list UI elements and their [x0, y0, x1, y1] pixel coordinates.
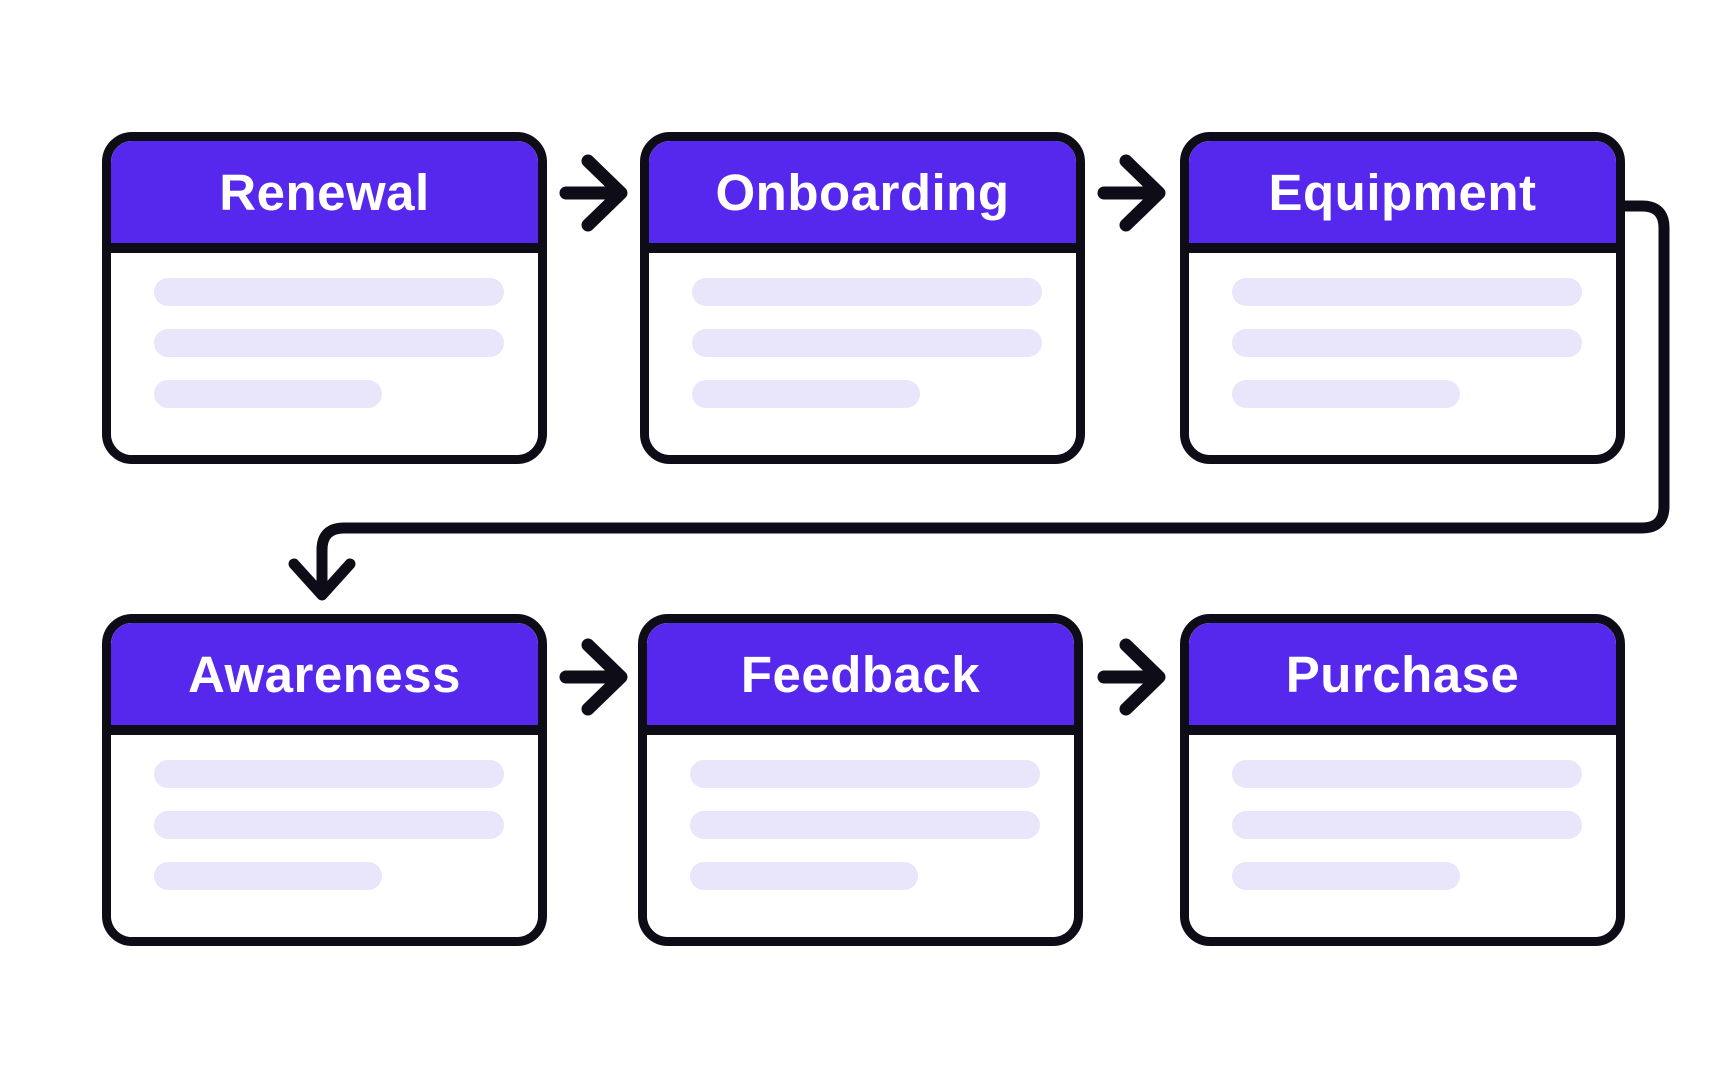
placeholder-line — [154, 380, 382, 408]
arrow-feedback-to-purchase — [1097, 638, 1166, 716]
card-title: Awareness — [188, 645, 461, 703]
placeholder-line — [692, 380, 920, 408]
placeholder-line — [692, 278, 1042, 306]
placeholder-line — [1232, 760, 1582, 788]
placeholder-line — [154, 862, 382, 890]
card-header: Purchase — [1189, 623, 1616, 735]
card-onboarding: Onboarding — [640, 132, 1085, 464]
placeholder-line — [1232, 278, 1582, 306]
card-body — [649, 253, 1076, 455]
card-header: Awareness — [111, 623, 538, 735]
card-header: Onboarding — [649, 141, 1076, 253]
card-body — [1189, 735, 1616, 937]
card-equipment: Equipment — [1180, 132, 1625, 464]
placeholder-line — [690, 862, 918, 890]
card-header: Equipment — [1189, 141, 1616, 253]
card-awareness: Awareness — [102, 614, 547, 946]
card-title: Onboarding — [715, 163, 1010, 221]
card-title: Equipment — [1268, 163, 1537, 221]
card-title: Renewal — [219, 163, 430, 221]
placeholder-line — [690, 811, 1040, 839]
card-body — [111, 253, 538, 455]
arrow-renewal-to-onboarding — [559, 154, 628, 232]
placeholder-line — [690, 760, 1040, 788]
card-title: Feedback — [740, 645, 981, 703]
placeholder-line — [692, 329, 1042, 357]
card-feedback: Feedback — [638, 614, 1083, 946]
arrow-onboarding-to-equipment — [1097, 154, 1166, 232]
placeholder-line — [1232, 380, 1460, 408]
card-purchase: Purchase — [1180, 614, 1625, 946]
card-header: Renewal — [111, 141, 538, 253]
card-title: Purchase — [1285, 645, 1520, 703]
placeholder-line — [154, 760, 504, 788]
placeholder-line — [1232, 329, 1582, 357]
card-body — [111, 735, 538, 937]
card-body — [647, 735, 1074, 937]
placeholder-line — [154, 811, 504, 839]
card-body — [1189, 253, 1616, 455]
placeholder-line — [154, 329, 504, 357]
arrow-awareness-to-feedback — [559, 638, 628, 716]
card-header: Feedback — [647, 623, 1074, 735]
card-renewal: Renewal — [102, 132, 547, 464]
placeholder-line — [154, 278, 504, 306]
connector-equipment-to-awareness — [288, 200, 1670, 601]
placeholder-line — [1232, 862, 1460, 890]
placeholder-line — [1232, 811, 1582, 839]
